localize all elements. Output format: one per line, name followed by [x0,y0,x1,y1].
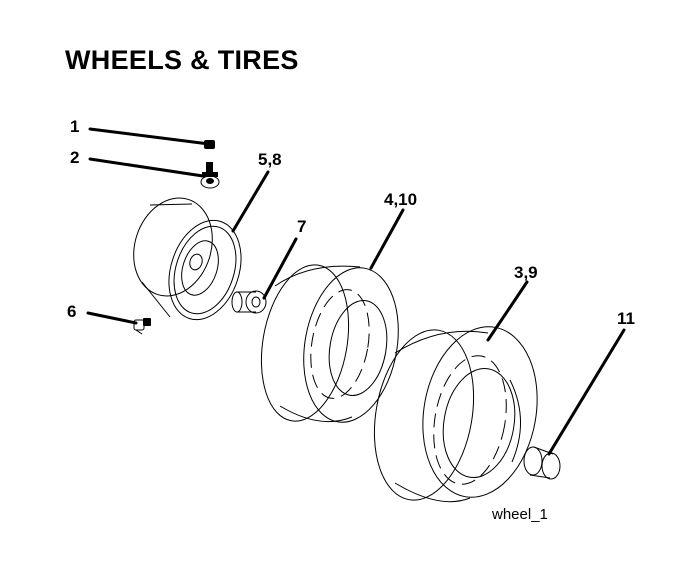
callout-3-9: 3,9 [514,263,538,282]
callout-5-8: 5,8 [258,150,282,169]
leader-line-11 [547,328,626,456]
rear-tire-part [373,326,538,503]
figure-id-label: wheel_1 [492,506,548,523]
callout-6: 6 [67,302,77,321]
leader-line-6 [86,311,138,325]
grease-fitting-part [133,318,151,335]
leader-line-5-8 [231,170,270,233]
callout-7: 7 [297,217,307,236]
callout-2: 2 [70,148,80,167]
valve-stem-part [200,162,220,189]
hub-cap-part [523,446,561,480]
callout-11: 11 [617,309,635,328]
leader-line-2 [88,157,205,178]
wheel-rim-part [133,197,242,321]
bushing-part [231,290,267,314]
leader-line-7 [262,237,298,300]
leader-line-3-9 [486,280,529,342]
callout-1: 1 [70,117,80,136]
leader-line-1 [88,127,211,146]
leader-line-4-10 [369,208,405,270]
callout-4-10: 4,10 [384,190,418,209]
page-title: WHEELS & TIRES [65,45,299,75]
front-tire-part [260,264,399,423]
